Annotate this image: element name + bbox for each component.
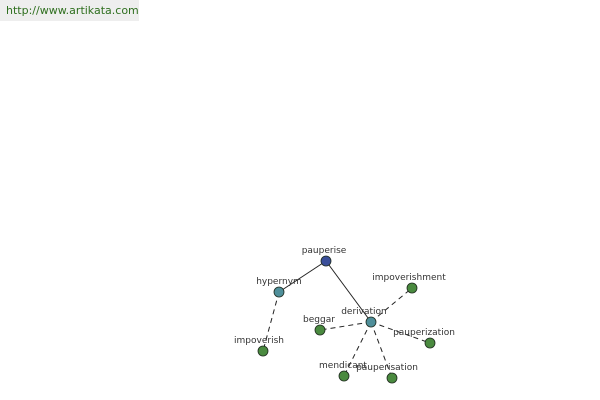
node-dot-mendicant[interactable] [338,370,350,382]
node-label-impoverishment: impoverishment [372,273,446,283]
node-dot-pauperisation[interactable] [386,372,398,384]
edge-derivation-pauperisation [370,321,393,379]
edge-pauperise-hypernym [278,260,327,293]
node-impoverish[interactable]: impoverish [234,336,284,357]
node-label-pauperisation: pauperisation [356,363,418,373]
node-dot-impoverish[interactable] [257,345,269,357]
node-label-hypernym: hypernym [256,277,302,287]
node-beggar[interactable]: beggar [303,315,335,336]
edge-derivation-pauperization [370,321,431,344]
site-url-link[interactable]: http://www.artikata.com [6,4,139,17]
edge-derivation-mendicant [343,321,372,377]
node-label-derivation: derivation [341,307,387,317]
node-label-impoverish: impoverish [234,336,284,346]
edges-layer [262,260,431,379]
node-label-pauperization: pauperization [393,328,455,338]
node-label-mendicant: mendicant [319,361,367,371]
node-label-beggar: beggar [303,315,335,325]
edge-hypernym-impoverish [262,291,280,352]
node-pauperisation[interactable]: pauperisation [356,363,418,384]
url-bar: http://www.artikata.com [0,0,139,21]
node-pauperization[interactable]: pauperization [393,328,455,349]
node-pauperise[interactable]: pauperise [302,246,347,267]
node-label-pauperise: pauperise [302,246,347,256]
node-dot-pauperization[interactable] [424,337,436,349]
node-hypernym[interactable]: hypernym [256,277,302,298]
node-mendicant[interactable]: mendicant [319,361,367,382]
node-impoverishment[interactable]: impoverishment [372,273,446,294]
nodes-layer: pauperise hypernym derivation impoverish imp… [234,246,455,384]
node-dot-beggar[interactable] [314,324,326,336]
node-derivation[interactable]: derivation [341,307,387,328]
edge-pauperise-derivation [325,260,372,323]
node-dot-impoverishment[interactable] [406,282,418,294]
node-dot-hypernym[interactable] [273,286,285,298]
node-dot-pauperise[interactable] [320,255,332,267]
node-dot-derivation[interactable] [365,316,377,328]
